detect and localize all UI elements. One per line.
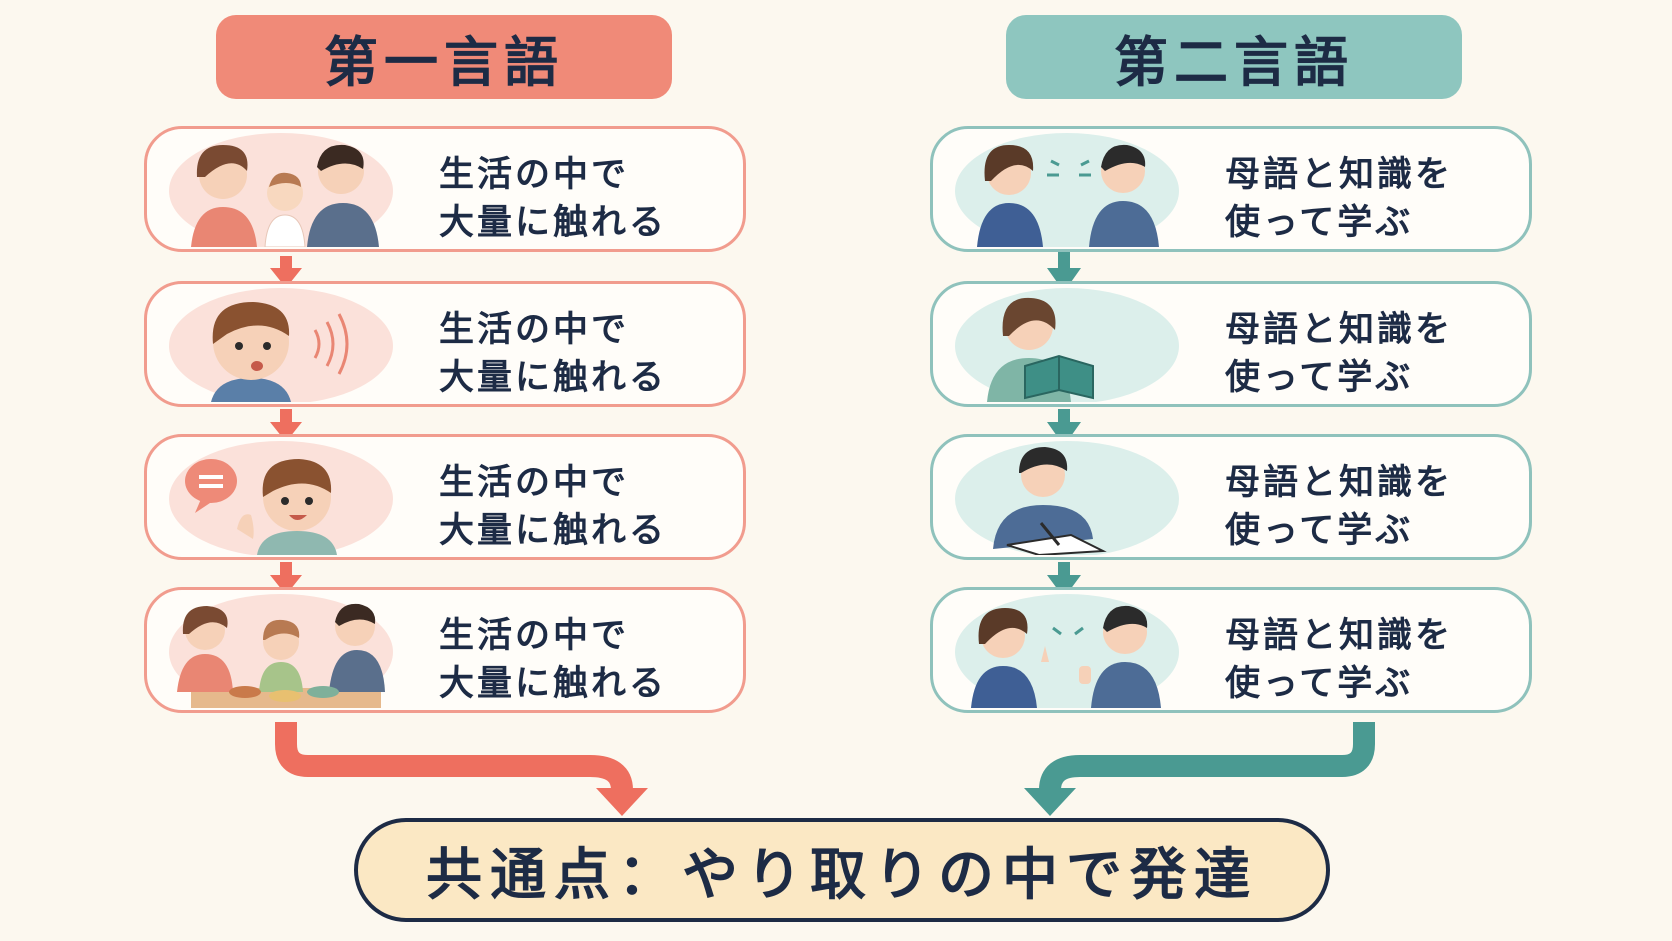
second-merge-arrow [1039,722,1375,792]
child-speaking-icon [161,439,401,555]
second-step-2-line2: 使って学ぶ [1225,358,1414,398]
second-step-1-line1: 母語と知識を [1225,155,1454,195]
first-step-1-line1: 生活の中で [439,155,630,195]
first-step-card-3: 生活の中で 大量に触れる [144,434,746,560]
first-step-card-2: 生活の中で 大量に触れる [144,281,746,407]
woman-reading-book-icon [947,286,1187,402]
second-step-3-line2: 使って学ぶ [1225,511,1414,551]
second-step-4-line1: 母語と知識を [1225,616,1454,656]
first-step-card-4: 生活の中で 大量に触れる [144,587,746,713]
second-step-card-1: 母語と知識を 使って学ぶ [930,126,1532,252]
first-language-header: 第一言語 [216,15,672,99]
second-step-1-line2: 使って学ぶ [1225,203,1414,243]
child-listening-icon [161,286,401,402]
second-step-card-2: 母語と知識を 使って学ぶ [930,281,1532,407]
first-step-2-line1: 生活の中で [439,310,630,350]
conclusion-box: 共通点：やり取りの中で発達 [354,818,1330,922]
first-merge-arrow [275,722,633,792]
two-adults-talking-icon [947,131,1187,247]
second-step-card-4: 母語と知識を 使って学ぶ [930,587,1532,713]
second-step-3-line1: 母語と知識を [1225,463,1454,503]
first-step-card-1: 生活の中で 大量に触れる [144,126,746,252]
family-with-baby-icon [161,131,401,247]
first-step-4-line1: 生活の中で [439,616,630,656]
second-language-header: 第二言語 [1006,15,1462,99]
first-step-3-line2: 大量に触れる [439,511,668,551]
second-step-2-line1: 母語と知識を [1225,310,1454,350]
second-step-card-3: 母語と知識を 使って学ぶ [930,434,1532,560]
first-step-2-line2: 大量に触れる [439,358,668,398]
man-writing-notes-icon [947,439,1187,555]
family-meal-icon [161,592,401,708]
first-step-1-line2: 大量に触れる [439,203,668,243]
first-step-4-line2: 大量に触れる [439,664,668,704]
two-adults-conversation-icon [947,592,1187,708]
second-step-4-line2: 使って学ぶ [1225,664,1414,704]
first-step-3-line1: 生活の中で [439,463,630,503]
